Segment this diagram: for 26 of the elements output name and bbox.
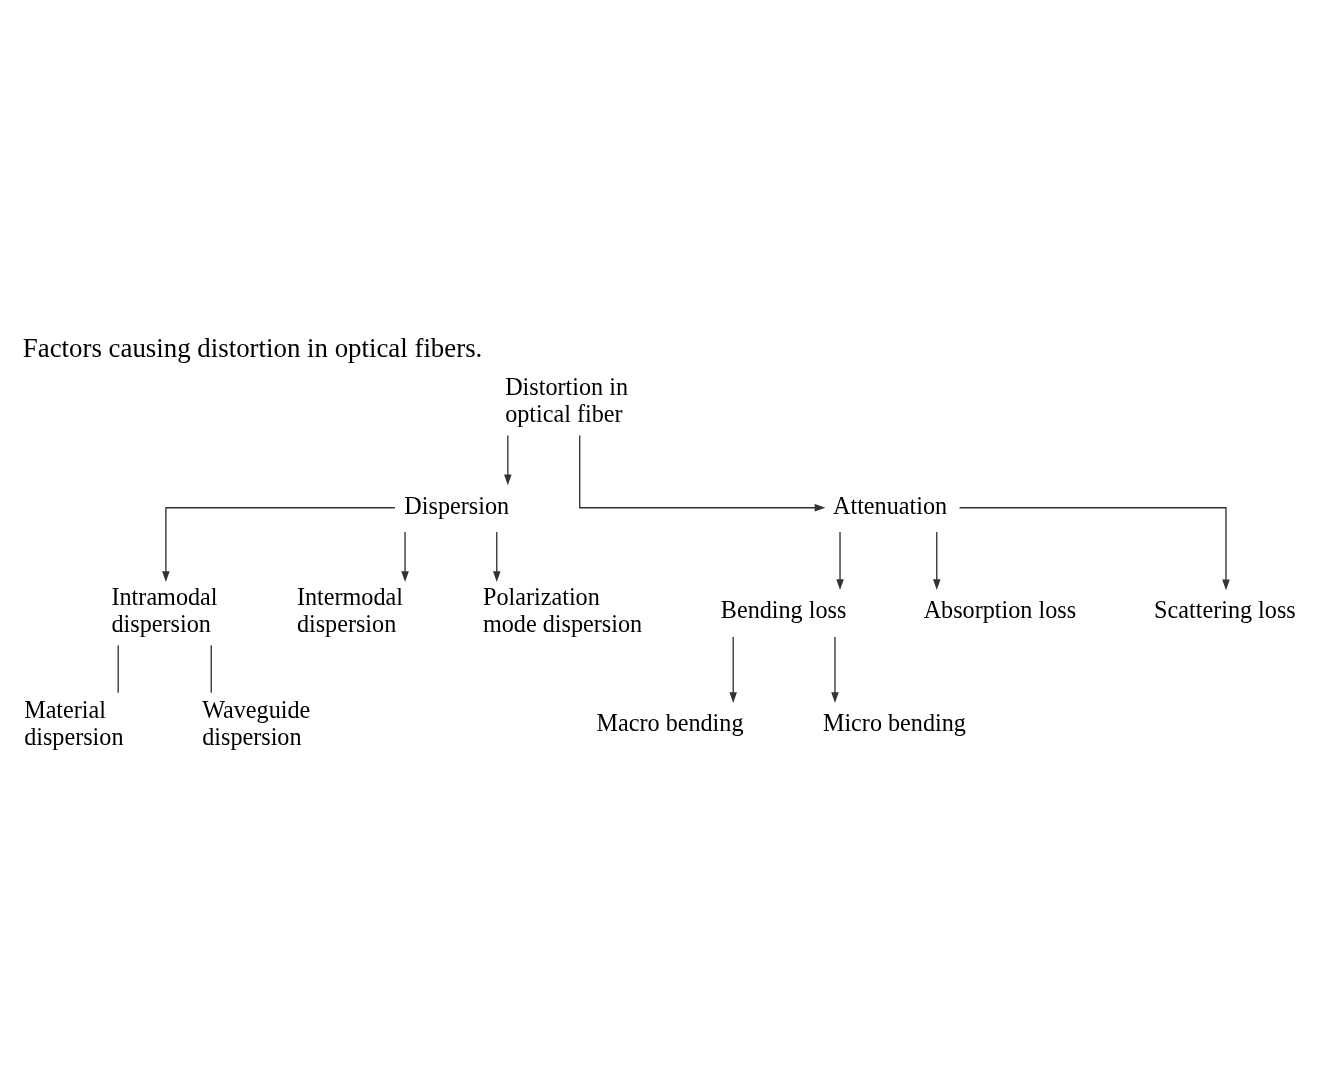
arrow <box>579 434 826 511</box>
node-text: Waveguide dispersion <box>202 695 311 750</box>
arrow <box>831 635 839 703</box>
arrow <box>958 506 1230 590</box>
node-text: Intermodal dispersion <box>296 582 403 637</box>
node-text: Attenuation <box>832 491 948 519</box>
node-text: Material dispersion <box>24 695 124 750</box>
arrow <box>493 530 501 582</box>
node-text: Intramodal dispersion <box>111 582 218 637</box>
node-text: Distortion in optical fiber <box>505 372 629 427</box>
node-text: Polarization mode dispersion <box>482 582 643 637</box>
node-text: Macro bending <box>596 708 744 736</box>
arrow <box>504 434 512 485</box>
arrow <box>836 530 844 590</box>
connector <box>117 644 119 693</box>
node-text: Absorption loss <box>923 595 1077 623</box>
node-text: Micro bending <box>822 708 966 736</box>
node-text: Bending loss <box>720 595 847 623</box>
node-text: Dispersion <box>404 491 510 519</box>
arrow <box>162 506 396 582</box>
connector <box>210 644 212 693</box>
arrow <box>401 530 409 582</box>
node-text: Scattering loss <box>1154 595 1296 623</box>
arrow <box>729 635 737 703</box>
arrow <box>933 530 941 590</box>
diagram-title: Factors causing distortion in optical fibers. <box>22 332 483 363</box>
